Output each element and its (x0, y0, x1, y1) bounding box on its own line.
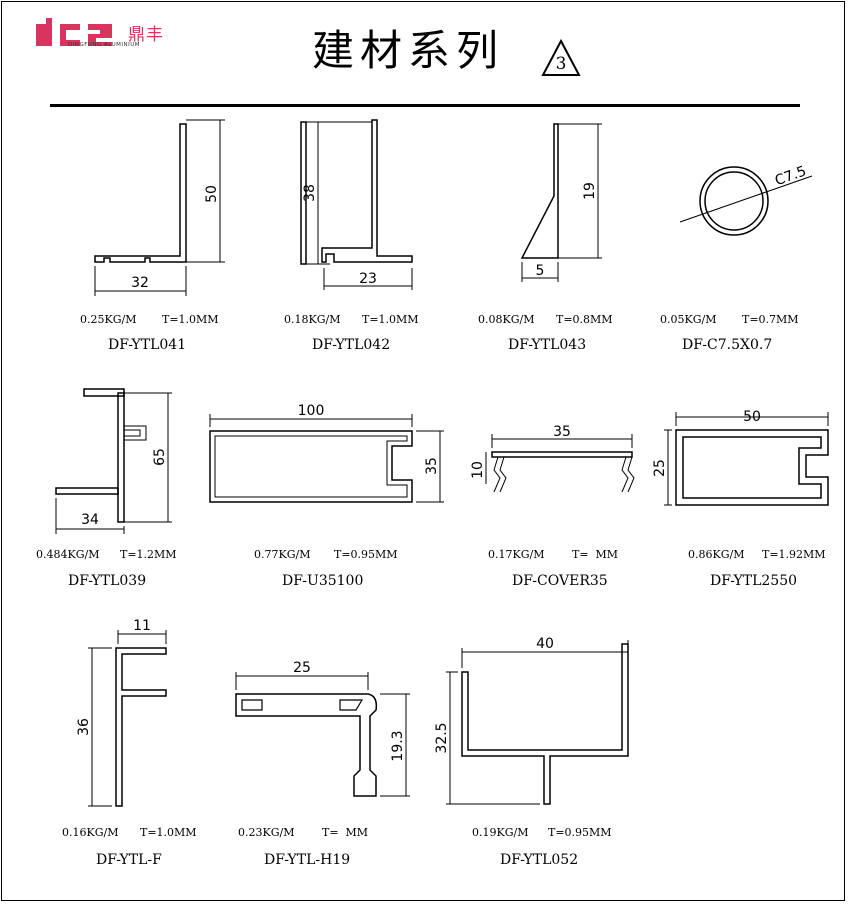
dim-ytl-f-width: 11 (133, 618, 151, 634)
profile-drawing-u35100: 100 35 (209, 403, 444, 503)
dim-ytl042-height: 38 (302, 184, 318, 202)
product-code: DF-YTL041 (108, 337, 187, 353)
dim-ytl-h19-height: 19.3 (390, 730, 406, 761)
product-code: DF-YTL2550 (710, 573, 798, 589)
dim-ytl052-height: 32.5 (434, 722, 450, 753)
product-code: DF-YTL043 (508, 337, 587, 353)
logo-subtitle: DINGFUNG ALUMINIUM (68, 42, 141, 48)
product-code: DF-YTL042 (312, 337, 391, 353)
dim-ytl2550-width: 50 (743, 409, 761, 425)
product-code: DF-COVER35 (512, 573, 608, 589)
profile-drawing-ytl2550: 50 25 (652, 409, 829, 506)
product-code: DF-YTL-H19 (264, 852, 351, 868)
dim-ytl039-height: 65 (152, 448, 168, 466)
profile-drawing-ytl039: 65 34 (55, 388, 172, 534)
dim-ytl043-width: 5 (536, 263, 545, 279)
dim-u35100-width: 100 (298, 403, 325, 419)
dim-ytl042-width: 23 (359, 271, 377, 287)
spec-weight: 0.25KG/M (80, 313, 137, 326)
dim-cover35-width: 35 (553, 424, 571, 440)
header-rule (50, 104, 800, 107)
profile-drawing-c75: C7.5 (679, 163, 813, 236)
dim-ytl041-width: 32 (131, 275, 149, 291)
dim-ytl052-width: 40 (536, 636, 554, 652)
profile-drawing-ytl042: 38 23 (300, 119, 413, 290)
spec-thickness: T=1.92MM (762, 548, 826, 561)
spec-thickness: T=0.95MM (334, 548, 398, 561)
product-code: DF-U35100 (282, 573, 364, 589)
triangle-icon (541, 38, 581, 76)
product-code: DF-YTL052 (500, 852, 579, 868)
spec-thickness: T= MM (322, 826, 369, 839)
profile-drawing-ytl-h19: 25 19.3 (235, 660, 410, 797)
dim-cover35-height: 10 (470, 461, 486, 479)
profile-drawing-cover35: 35 10 (470, 424, 635, 493)
spec-weight: 0.77KG/M (254, 548, 311, 561)
profile-drawing-ytl052: 40 32.5 (434, 636, 629, 805)
dingfung-logo-icon (36, 18, 112, 46)
dim-u35100-height: 35 (424, 457, 440, 475)
spec-thickness: T=0.95MM (548, 826, 612, 839)
series-number-badge: 3 (540, 38, 582, 78)
dim-ytl-h19-width: 25 (293, 660, 311, 676)
spec-weight: 0.16KG/M (62, 826, 119, 839)
spec-thickness: T=1.0MM (162, 313, 219, 326)
spec-thickness: T=1.0MM (362, 313, 419, 326)
spec-weight: 0.484KG/M (36, 548, 100, 561)
spec-thickness: T=0.7MM (742, 313, 799, 326)
spec-weight: 0.05KG/M (660, 313, 717, 326)
spec-weight: 0.18KG/M (284, 313, 341, 326)
spec-thickness: T=1.0MM (140, 826, 197, 839)
page-title: 建材系列 (312, 26, 505, 75)
spec-weight: 0.08KG/M (478, 313, 535, 326)
dim-c75-diameter: C7.5 (773, 163, 809, 189)
product-code: DF-C7.5X0.7 (682, 337, 773, 353)
dim-ytl041-height: 50 (204, 185, 220, 203)
profile-drawing-ytl041: 50 32 (94, 119, 225, 296)
spec-weight: 0.17KG/M (488, 548, 545, 561)
profile-drawing-ytl043: 19 5 (520, 123, 602, 282)
series-number: 3 (555, 54, 567, 74)
spec-weight: 0.23KG/M (238, 826, 295, 839)
spec-weight: 0.19KG/M (472, 826, 529, 839)
dim-ytl2550-height: 25 (652, 459, 668, 477)
dim-ytl043-height: 19 (582, 182, 598, 200)
dim-ytl039-width: 34 (81, 512, 99, 528)
profile-drawing-ytl-f: 11 36 (76, 618, 167, 807)
product-code: DF-YTL039 (68, 573, 147, 589)
spec-weight: 0.86KG/M (688, 548, 745, 561)
spec-thickness: T= MM (572, 548, 619, 561)
product-code: DF-YTL-F (96, 852, 162, 868)
dim-ytl-f-height: 36 (76, 718, 92, 736)
spec-thickness: T=1.2MM (120, 548, 177, 561)
logo-chinese-text: 鼎丰 (128, 25, 164, 45)
spec-thickness: T=0.8MM (556, 313, 613, 326)
